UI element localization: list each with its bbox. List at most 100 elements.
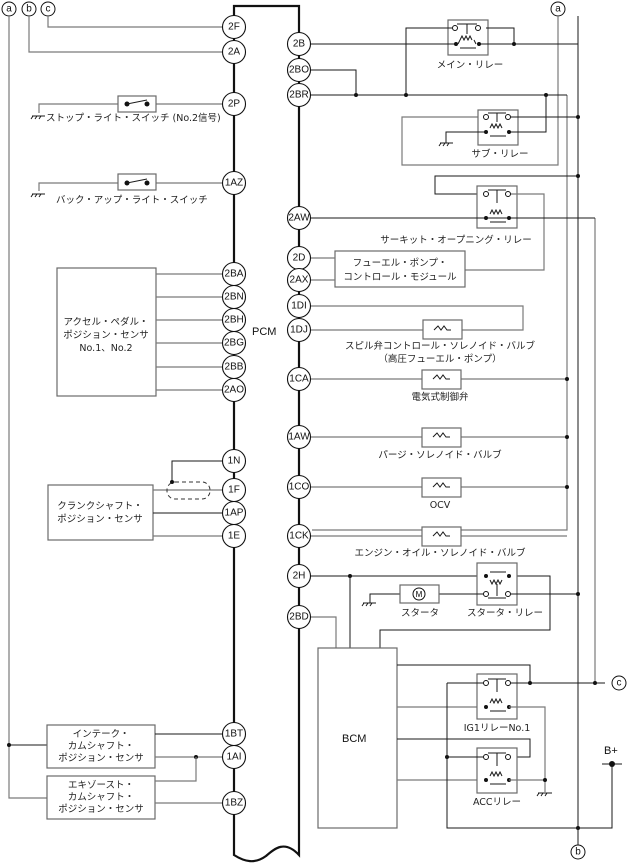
sub-relay: サブ・リレー [438, 95, 580, 160]
solenoid-coil-icon [432, 374, 450, 380]
shield-icon [166, 481, 211, 500]
svg-text:カムシャフト・: カムシャフト・ [68, 792, 135, 803]
relay-coil-icon [489, 770, 506, 785]
pcm-pin-1ck: 1CK [286, 523, 312, 549]
svg-text:1AI: 1AI [226, 752, 241, 763]
svg-text:b: b [575, 847, 581, 858]
svg-text:2BG: 2BG [224, 338, 244, 349]
svg-text:c: c [617, 678, 622, 689]
svg-text:カムシャフト・: カムシャフト・ [68, 741, 135, 752]
electric-control-valve: 電気式制御弁 [311, 369, 569, 403]
pcm-pin-2bb: 2BB [221, 354, 247, 380]
relay-coil-icon [488, 571, 506, 599]
svg-text:スピル弁コントロール・ソレノイド・バルブ: スピル弁コントロール・ソレノイド・バルブ [345, 340, 536, 352]
solenoid-coil-icon [432, 482, 450, 488]
pcm-pin-1di: 1DI [286, 293, 312, 319]
svg-text:2F: 2F [228, 22, 240, 33]
svg-text:エキゾースト・: エキゾースト・ [68, 780, 134, 791]
svg-text:ACCリレー: ACCリレー [473, 797, 521, 808]
svg-text:電気式制御弁: 電気式制御弁 [411, 391, 469, 403]
svg-text:エンジン・オイル・ソレノイド・バルブ: エンジン・オイル・ソレノイド・バルブ [354, 547, 526, 559]
pcm-pin-1ca: 1CA [286, 366, 312, 392]
svg-text:No.1、No.2: No.1、No.2 [79, 343, 132, 354]
relay-coil-icon [457, 34, 477, 49]
svg-text:2BD: 2BD [289, 612, 308, 623]
svg-text:パージ・ソレノイド・バルブ: パージ・ソレノイド・バルブ [378, 449, 502, 461]
body-control-module: BCM [317, 647, 531, 829]
svg-text:1AZ: 1AZ [225, 178, 243, 189]
engine-oil-solenoid-valve: エンジン・オイル・ソレノイド・バルブ [311, 526, 567, 559]
svg-text:M: M [416, 590, 423, 599]
svg-text:2BB: 2BB [225, 362, 244, 373]
svg-text:1CK: 1CK [289, 531, 309, 542]
main-relay: メイン・リレー [311, 19, 578, 95]
connector-b-top-left: b [21, 1, 37, 17]
connector-a-top-right: a [550, 1, 566, 17]
svg-text:2P: 2P [228, 99, 241, 110]
pcm-pin-2ao: 2AO [221, 377, 247, 403]
svg-text:インテーク・: インテーク・ [73, 729, 130, 740]
backup-light-switch-label: バック・アップ・ライト・スイッチ [56, 195, 208, 206]
pcm-pin-2h: 2H [286, 563, 312, 589]
svg-text:1AP: 1AP [225, 508, 244, 519]
starter-relay: M スタータ スタータ・リレー [311, 562, 580, 648]
pcm-pin-1e: 1E [221, 523, 247, 549]
relay-coil-icon [489, 208, 506, 223]
svg-text:サブ・リレー: サブ・リレー [471, 148, 528, 160]
svg-text:1DI: 1DI [291, 301, 307, 312]
pcm-label: PCM [252, 326, 276, 338]
svg-text:（高圧フューエル・ポンプ）: （高圧フューエル・ポンプ） [378, 353, 501, 365]
pcm-pin-2bh: 2BH [221, 307, 247, 333]
pcm-pin-2br: 2BR [286, 82, 312, 108]
pcm-pin-1ai: 1AI [221, 744, 247, 770]
pcm-pin-1aw: 1AW [286, 424, 312, 450]
svg-text:サーキット・オープニング・リレー: サーキット・オープニング・リレー [380, 234, 531, 246]
svg-text:c: c [46, 4, 51, 15]
svg-text:2AO: 2AO [224, 385, 244, 396]
spill-valve-control-solenoid: スピル弁コントロール・ソレノイド・バルブ （高圧フューエル・ポンプ） [311, 305, 536, 365]
ground-icon [361, 602, 376, 607]
crankshaft-position-sensor: クランクシャフト・ ポジション・センサ [47, 460, 222, 541]
ground-icon [30, 115, 45, 120]
pcm-pin-2bg: 2BG [221, 330, 247, 356]
battery-label: B+ [604, 745, 618, 757]
pcm-pin-2d: 2D [286, 245, 312, 271]
pcm-pin-1az: 1AZ [221, 170, 247, 196]
svg-text:1CA: 1CA [289, 374, 309, 385]
pcm-module: PCM [232, 4, 301, 863]
pcm-pin-1bz: 1BZ [221, 790, 247, 816]
svg-text:スタータ・リレー: スタータ・リレー [467, 608, 543, 619]
ground-icon [438, 142, 453, 147]
svg-text:2BN: 2BN [224, 292, 243, 303]
svg-text:ポジション・センサ: ポジション・センサ [58, 804, 144, 815]
svg-text:1F: 1F [228, 485, 240, 496]
svg-text:1BT: 1BT [225, 729, 243, 740]
svg-text:2BO: 2BO [289, 65, 309, 76]
svg-text:ポジション・センサ: ポジション・センサ [57, 514, 143, 525]
purge-solenoid-valve: パージ・ソレノイド・バルブ [311, 427, 569, 461]
pcm-pin-2bd: 2BD [286, 604, 312, 630]
svg-text:2B: 2B [293, 39, 306, 50]
acc-relay: ACCリレー [445, 747, 552, 808]
pcm-pin-1f: 1F [221, 477, 247, 503]
svg-text:2A: 2A [228, 47, 241, 58]
connector-c-top-left: c [40, 1, 56, 17]
connector-b-bottom: b [570, 844, 586, 860]
backup-light-switch: バック・アップ・ライト・スイッチ [30, 173, 222, 206]
pcm-pin-2b: 2B [286, 31, 312, 57]
svg-text:1BZ: 1BZ [225, 798, 243, 809]
svg-text:1AW: 1AW [288, 432, 310, 443]
svg-text:2D: 2D [293, 253, 306, 264]
svg-text:OCV: OCV [430, 500, 451, 511]
circuit-opening-relay: サーキット・オープニング・リレー [311, 174, 595, 271]
intake-camshaft-position-sensor: インテーク・ カムシャフト・ ポジション・センサ [46, 724, 222, 769]
pcm-pin-1dj: 1DJ [286, 317, 312, 343]
stop-light-switch-label: ストップ・ライト・スイッチ (No.2信号) [46, 112, 221, 124]
pcm-pin-1co: 1CO [286, 474, 312, 500]
stop-light-switch: ストップ・ライト・スイッチ (No.2信号) [30, 95, 222, 124]
svg-text:クランクシャフト・: クランクシャフト・ [57, 501, 143, 512]
motor-icon [412, 587, 426, 601]
svg-text:メイン・リレー: メイン・リレー [437, 60, 504, 71]
svg-text:a: a [6, 4, 12, 15]
